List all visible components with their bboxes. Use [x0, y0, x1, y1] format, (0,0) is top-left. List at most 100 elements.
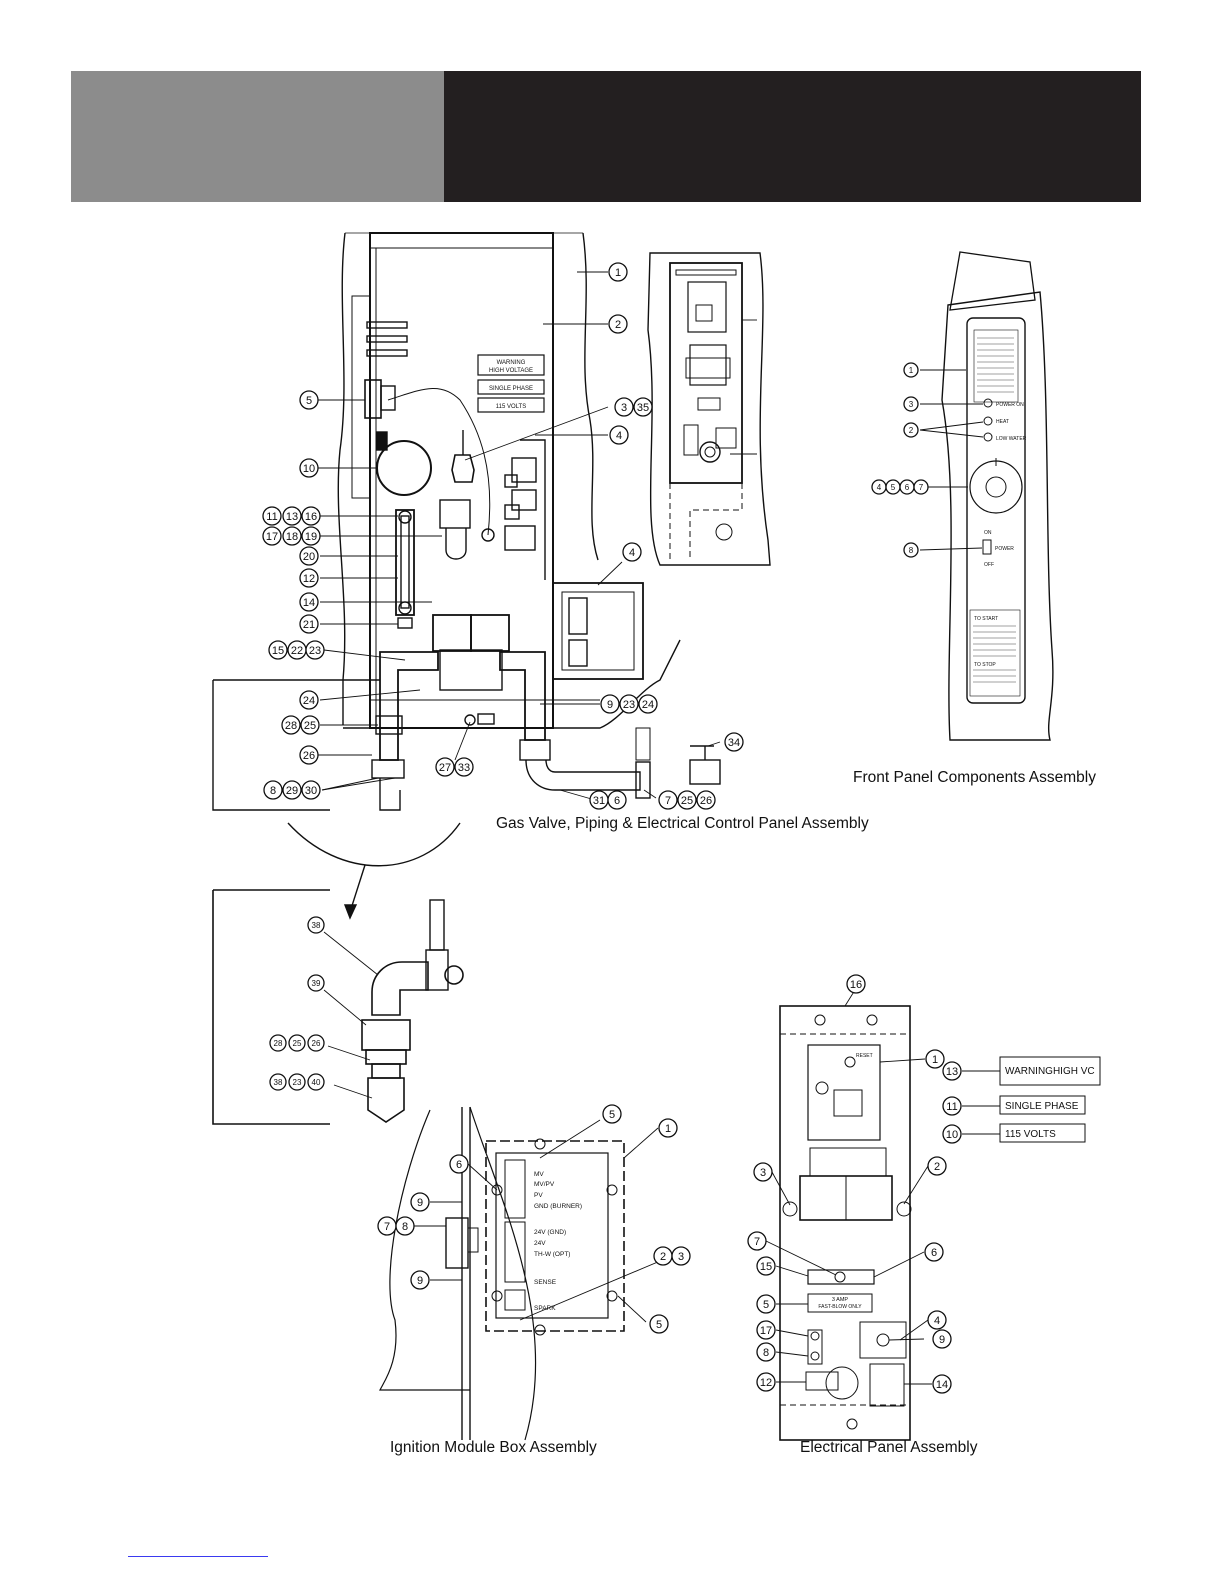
callout-circle — [299, 568, 319, 588]
callout-number: 13 — [946, 1066, 958, 1078]
callout-number: 6 — [905, 483, 910, 492]
callout-number: 23 — [309, 645, 321, 657]
callout-number: 14 — [936, 1379, 948, 1391]
callout-circle — [269, 1073, 287, 1091]
callout-number: 2 — [660, 1251, 666, 1263]
callout-circle — [301, 780, 321, 800]
callout-number: 6 — [931, 1247, 937, 1259]
callout-circle — [903, 542, 919, 558]
callout-circle — [633, 397, 653, 417]
ignition-module-box-drawing — [379, 1106, 673, 1441]
callout-circle — [614, 397, 634, 417]
callout-circle — [638, 694, 658, 714]
footer-link-line — [128, 1556, 268, 1557]
callout-circle — [262, 506, 282, 526]
callout-number: 5 — [609, 1109, 615, 1121]
callout-number: 26 — [312, 1039, 321, 1048]
callout-number: 19 — [305, 531, 317, 543]
callout-number: 5 — [763, 1299, 769, 1311]
callout-circle — [602, 1104, 622, 1124]
callout-number: 3 — [621, 402, 627, 414]
svg-text:POWER: POWER — [995, 546, 1014, 552]
callout-circle — [903, 422, 919, 438]
callout-number: 16 — [850, 979, 862, 991]
svg-text:TO START: TO START — [974, 616, 998, 622]
callout-circle — [756, 1372, 776, 1392]
callout-circle — [282, 506, 302, 526]
callout-circle — [305, 640, 325, 660]
callout-circle — [942, 1124, 962, 1144]
callout-number: 17 — [266, 531, 278, 543]
callout-number: 28 — [274, 1039, 283, 1048]
callout-circle — [608, 262, 628, 282]
callout-circle — [300, 715, 320, 735]
callout-number: 16 — [305, 511, 317, 523]
svg-text:115 VOLTS: 115 VOLTS — [496, 404, 526, 410]
callout-circle — [299, 690, 319, 710]
callout-circle — [299, 390, 319, 410]
callout-circle — [410, 1270, 430, 1290]
svg-text:RESET: RESET — [856, 1053, 873, 1059]
callout-circle — [724, 732, 744, 752]
svg-text:24V: 24V — [534, 1240, 546, 1247]
callout-number: 34 — [728, 737, 740, 749]
gas-valve-assembly-drawing — [212, 232, 721, 811]
ignition-terminal-labels: MV MV/PV PV GND (BURNER) 24V (GND) 24V T… — [534, 1171, 582, 1312]
main-leader-lines — [300, 271, 721, 801]
callout-number: 10 — [303, 463, 315, 475]
header-dark-block — [444, 71, 1141, 202]
callout-number: 23 — [623, 699, 635, 711]
caption-front-panel: Front Panel Components Assembly — [853, 769, 1096, 786]
callout-circle — [609, 425, 629, 445]
callout-circle — [307, 916, 325, 934]
callout-number: 33 — [458, 762, 470, 774]
callout-number: 8 — [909, 546, 914, 555]
callout-number: 38 — [312, 921, 321, 930]
callout-circle — [299, 592, 319, 612]
svg-text:3 AMP: 3 AMP — [832, 1297, 849, 1303]
callout-number: 8 — [402, 1221, 408, 1233]
svg-text:SINGLE PHASE: SINGLE PHASE — [1005, 1101, 1079, 1112]
callout-number: 10 — [946, 1129, 958, 1141]
callout-number: 39 — [312, 979, 321, 988]
callout-circle — [268, 640, 288, 660]
callout-circle — [924, 1242, 944, 1262]
callout-circle — [658, 790, 678, 810]
callout-number: 18 — [286, 531, 298, 543]
svg-text:TH-W (OPT): TH-W (OPT) — [534, 1251, 570, 1258]
callout-circle — [677, 790, 697, 810]
callout-number: 11 — [266, 511, 277, 523]
svg-text:WARNINGHIGH VC: WARNINGHIGH VC — [1005, 1066, 1095, 1077]
svg-text:SPARK: SPARK — [534, 1305, 556, 1312]
callout-circle — [925, 1049, 945, 1069]
callout-number: 15 — [272, 645, 284, 657]
callout-number: 8 — [763, 1347, 769, 1359]
callout-number: 5 — [891, 483, 896, 492]
callout-number: 26 — [700, 795, 712, 807]
electrical-panel-drawing — [765, 989, 1101, 1441]
callout-circle — [262, 526, 282, 546]
callout-number: 14 — [303, 597, 315, 609]
svg-text:PV: PV — [534, 1192, 543, 1199]
callout-circle — [395, 1216, 415, 1236]
callout-number: 15 — [760, 1261, 772, 1273]
callout-circle — [903, 396, 919, 412]
svg-text:FAST-BLOW ONLY: FAST-BLOW ONLY — [818, 1304, 862, 1310]
callout-circle — [449, 1154, 469, 1174]
callout-number: 28 — [285, 720, 297, 732]
callout-number: 31 — [593, 795, 605, 807]
callout-number: 25 — [304, 720, 316, 732]
callout-number: 3 — [760, 1167, 766, 1179]
callout-circle — [903, 362, 919, 378]
callout-number: 12 — [303, 573, 315, 585]
callout-number: 26 — [303, 750, 315, 762]
caption-gas-valve: Gas Valve, Piping & Electrical Control P… — [496, 815, 869, 832]
callout-number: 1 — [909, 366, 914, 375]
callout-circle — [282, 526, 302, 546]
svg-text:SINGLE PHASE: SINGLE PHASE — [489, 386, 533, 392]
callout-circle — [671, 1246, 691, 1266]
callout-circle — [619, 694, 639, 714]
elbow-detail-drawing — [212, 889, 464, 1125]
